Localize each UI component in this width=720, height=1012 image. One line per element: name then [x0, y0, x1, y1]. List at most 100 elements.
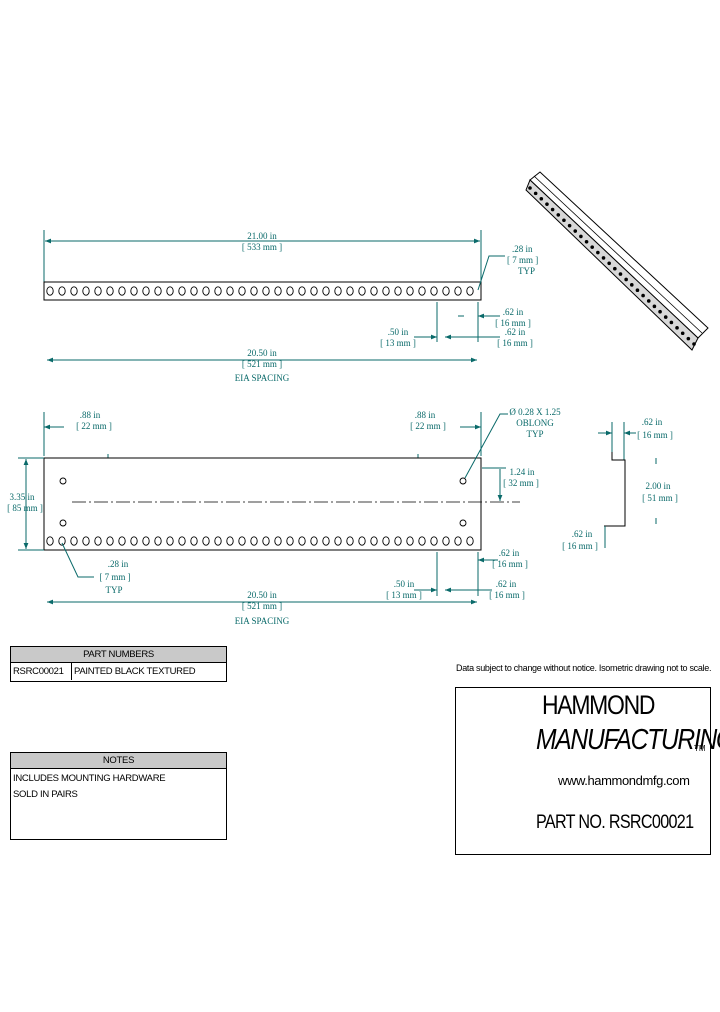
front-left-inset: .88 in: [80, 410, 101, 420]
top-hole-dia-mm: [ 7 mm ]: [507, 255, 538, 265]
rack-hole: [358, 286, 366, 296]
rack-hole: [466, 536, 474, 546]
iso-hole: [629, 283, 634, 287]
isometric-view: [525, 171, 709, 351]
rack-hole: [250, 286, 258, 296]
front-slot-height: 1.24 in: [509, 467, 535, 477]
rack-hole: [118, 286, 126, 296]
iso-hole: [663, 315, 668, 319]
front-pitch-mm: [ 13 mm ]: [386, 590, 422, 600]
iso-hole: [528, 186, 532, 190]
rack-hole: [82, 286, 90, 296]
iso-hole: [692, 342, 696, 346]
rack-hole: [130, 536, 138, 546]
rack-hole: [94, 536, 102, 546]
iso-hole: [590, 245, 595, 249]
rack-hole: [346, 286, 354, 296]
rack-hole: [46, 286, 54, 296]
rack-hole: [334, 536, 342, 546]
front-pitch: .50 in: [394, 579, 415, 589]
iso-hole: [641, 293, 645, 298]
rack-hole: [178, 536, 186, 546]
rack-hole: [106, 536, 114, 546]
side-depth: 2.00 in: [645, 481, 671, 491]
rack-hole: [442, 536, 450, 546]
top-hole-typ: TYP: [518, 266, 535, 276]
part-numbers-table: PART NUMBERS RSRC00021 PAINTED BLACK TEX…: [10, 646, 227, 682]
front-view: .88 in [ 22 mm ] .88 in [ 22 mm ] Ø 0.28…: [7, 407, 561, 626]
front-eia-length-mm: [ 521 mm ]: [242, 601, 282, 611]
rack-hole: [166, 286, 174, 296]
rack-hole: [298, 286, 306, 296]
top-overall-length-mm: [ 533 mm ]: [242, 242, 282, 252]
rack-hole: [370, 536, 378, 546]
rack-hole: [418, 536, 426, 546]
part-number-cell: RSRC00021: [11, 663, 72, 680]
rack-hole: [382, 536, 390, 546]
rack-hole: [202, 536, 210, 546]
rack-hole: [226, 536, 234, 546]
rack-hole: [154, 536, 162, 546]
front-view-panel: [43, 457, 482, 551]
part-numbers-row: RSRC00021 PAINTED BLACK TEXTURED: [11, 663, 226, 680]
rack-hole: [394, 286, 402, 296]
rack-hole: [142, 286, 150, 296]
top-eia-length-mm: [ 521 mm ]: [242, 359, 282, 369]
iso-hole: [624, 277, 628, 282]
front-right-inset-mm: [ 22 mm ]: [410, 421, 446, 431]
top-hole-dia: .28 in: [512, 244, 533, 254]
rack-hole: [394, 536, 402, 546]
iso-hole: [556, 213, 561, 217]
top-eia-length: 20.50 in: [247, 348, 277, 358]
front-hole-typ: TYP: [105, 585, 122, 595]
rack-hole: [262, 286, 270, 296]
rack-hole: [106, 286, 114, 296]
front-offset2-mm: [ 16 mm ]: [489, 590, 525, 600]
disclaimer: Data subject to change without notice. I…: [456, 663, 712, 673]
front-oblong-label: OBLONG: [516, 418, 554, 428]
side-profile: [604, 452, 626, 527]
rack-hole: [382, 286, 390, 296]
top-offset2-mm: [ 16 mm ]: [497, 338, 533, 348]
rack-hole: [178, 286, 186, 296]
iso-hole: [539, 196, 544, 201]
rack-hole: [322, 286, 330, 296]
iso-hole: [680, 331, 685, 336]
rack-hole: [238, 286, 246, 296]
front-left-inset-mm: [ 22 mm ]: [76, 421, 112, 431]
front-right-inset: .88 in: [415, 410, 436, 420]
rack-hole: [214, 536, 222, 546]
side-flange: .62 in: [642, 417, 663, 427]
notes-table: NOTES INCLUDES MOUNTING HARDWARE SOLD IN…: [10, 752, 227, 840]
mount-hole: [459, 519, 467, 527]
side-base-mm: [ 16 mm ]: [562, 541, 598, 551]
part-no-label: PART NO.: [536, 812, 606, 833]
front-height: 3.35 in: [9, 492, 35, 502]
iso-hole: [613, 266, 617, 271]
trademark: TM: [694, 744, 706, 753]
rack-hole: [262, 536, 270, 546]
rack-hole: [310, 286, 318, 296]
top-pitch-mm: [ 13 mm ]: [380, 338, 416, 348]
rack-hole: [166, 536, 174, 546]
front-slot-height-mm: [ 32 mm ]: [503, 478, 539, 488]
part-description-cell: PAINTED BLACK TEXTURED: [74, 666, 196, 677]
top-overall-length: 21.00 in: [247, 231, 277, 241]
rack-hole: [286, 536, 294, 546]
iso-hole: [573, 229, 578, 233]
iso-hole: [584, 239, 589, 244]
rack-hole: [46, 536, 54, 546]
front-height-mm: [ 85 mm ]: [7, 503, 43, 513]
mount-hole: [59, 477, 67, 485]
mount-hole: [459, 477, 467, 485]
rack-hole: [454, 536, 462, 546]
note-line: INCLUDES MOUNTING HARDWARE: [13, 773, 166, 784]
iso-hole: [533, 191, 538, 196]
iso-hole: [686, 336, 691, 341]
rack-hole: [406, 536, 414, 546]
side-depth-mm: [ 51 mm ]: [642, 493, 678, 503]
iso-hole: [601, 256, 606, 260]
iso-hole: [652, 304, 657, 309]
website: www.hammondmfg.com: [558, 773, 690, 788]
